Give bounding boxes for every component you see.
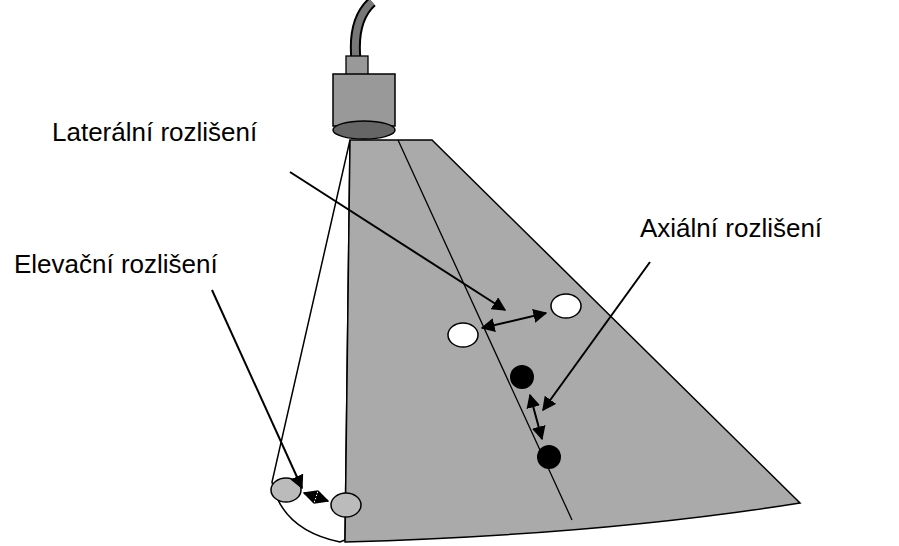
leader-line	[212, 290, 302, 488]
probe-body	[333, 74, 395, 126]
elevation-target	[271, 478, 301, 502]
beam-fan	[345, 140, 800, 542]
resolution-arrow	[530, 395, 542, 439]
cable-core	[355, 2, 372, 60]
probe-neck	[346, 56, 368, 76]
lateral-label: Laterální rozlišení	[52, 118, 257, 148]
scan-line	[398, 140, 572, 520]
lateral-target	[551, 294, 581, 318]
leader-line	[543, 262, 650, 410]
lateral-target	[448, 323, 478, 347]
axial-label: Axiální rozlišení	[640, 214, 822, 244]
axial-target	[510, 365, 534, 389]
axial-target	[537, 445, 561, 469]
leader-line	[290, 172, 505, 310]
resolution-arrow	[304, 493, 328, 501]
probe-face	[333, 121, 395, 139]
elevation-plane	[272, 140, 350, 542]
elevation-label: Elevační rozlišení	[14, 250, 218, 280]
elevation-target	[331, 493, 361, 517]
cable	[355, 2, 372, 60]
resolution-arrow	[482, 313, 546, 328]
